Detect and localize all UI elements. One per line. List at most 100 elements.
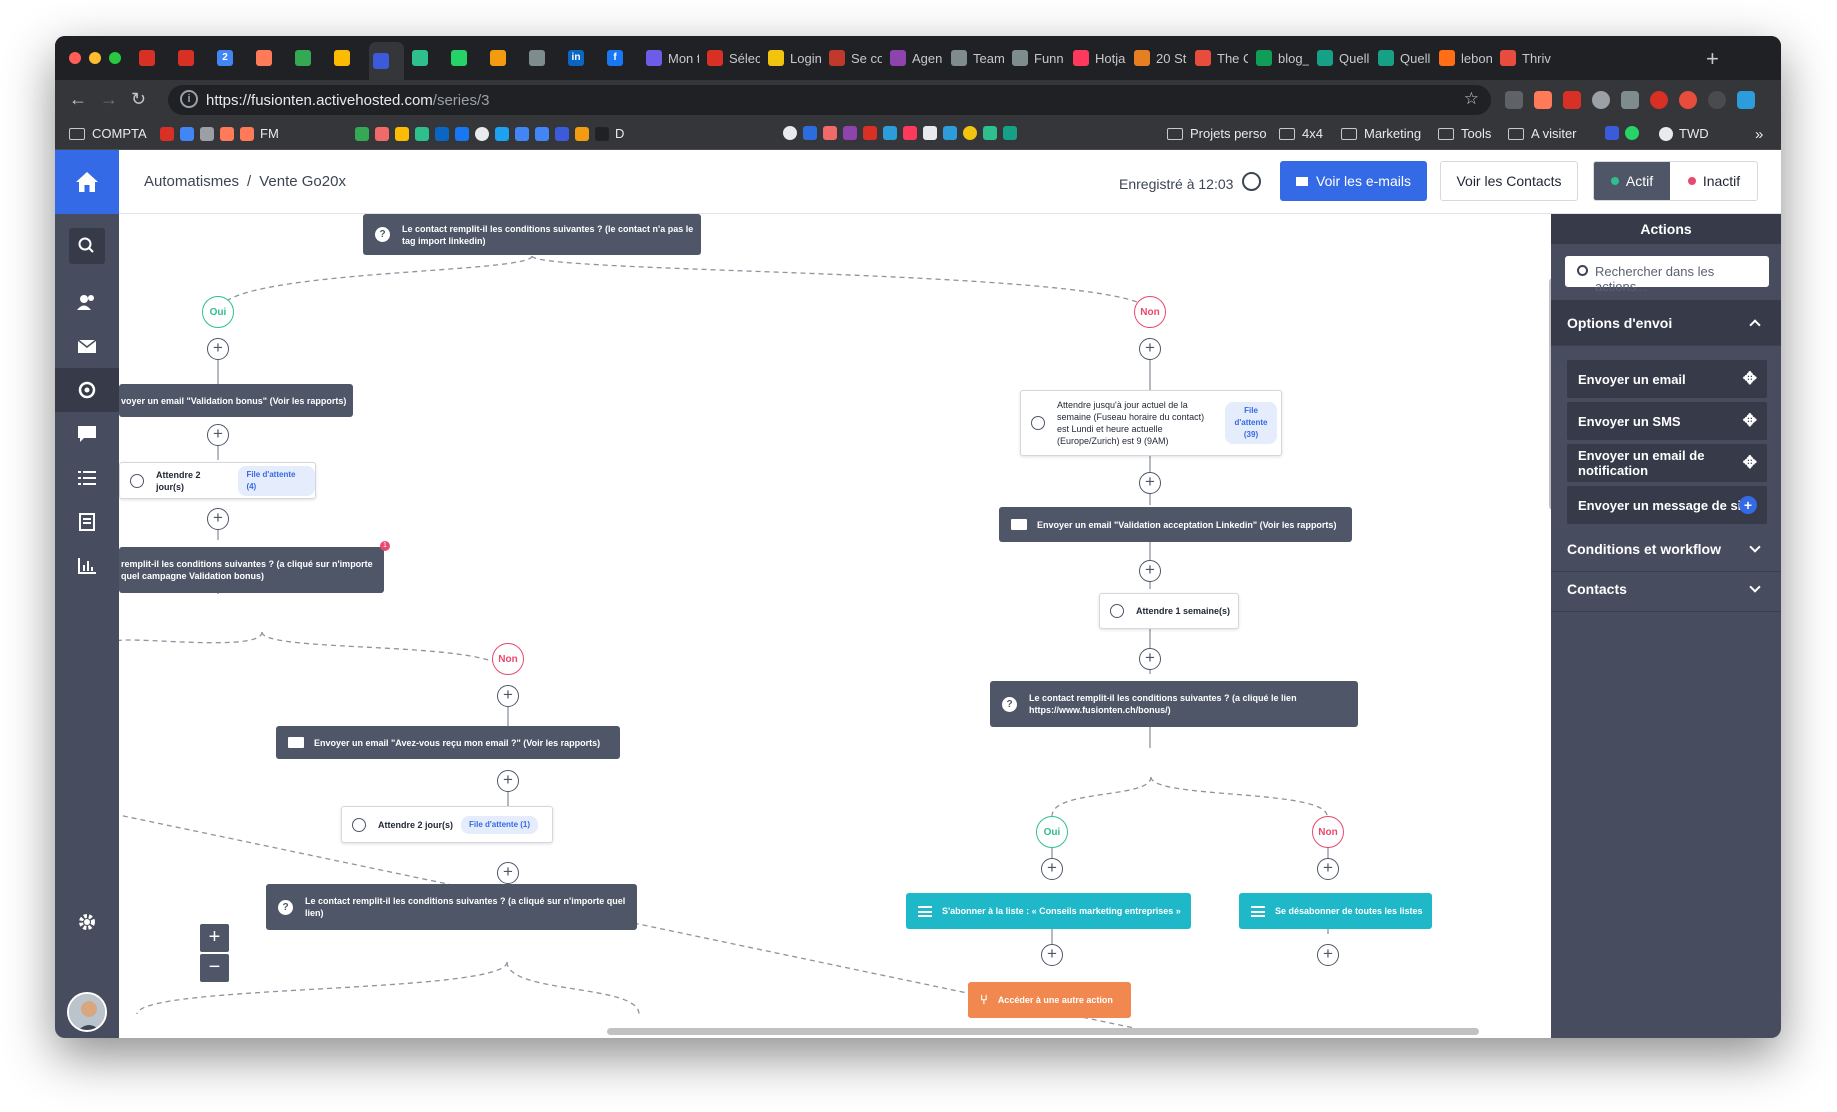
browser-tab[interactable]: 2 <box>213 47 248 69</box>
unsubscribe-all-node[interactable]: Se désabonner de toutes les listes <box>1239 893 1432 929</box>
wait-node-right[interactable]: Attendre 1 semaine(s) <box>1099 593 1239 629</box>
browser-tab[interactable]: Thriv <box>1496 47 1553 69</box>
extension-icon[interactable] <box>1737 91 1755 109</box>
extension-icon[interactable] <box>1708 91 1726 109</box>
condition-node-top[interactable]: ?Le contact remplit-il les conditions su… <box>363 214 701 255</box>
browser-tab[interactable] <box>174 47 209 69</box>
bookmark-marketing[interactable]: Marketing <box>1341 126 1421 141</box>
browser-tab[interactable]: Quell <box>1374 47 1431 69</box>
adblock-extension-icon[interactable] <box>1650 91 1668 109</box>
minimize-window-button[interactable] <box>89 52 101 64</box>
bookmark-fm[interactable]: FM <box>260 126 279 141</box>
nav-automations[interactable] <box>55 368 119 412</box>
queue-link[interactable]: File d'attente (39) <box>1225 402 1277 444</box>
browser-tab[interactable]: Quell <box>1313 47 1370 69</box>
gear-extension-icon[interactable] <box>1592 91 1610 109</box>
queue-link[interactable]: File d'attente (4) <box>238 465 315 496</box>
calendar-icon[interactable] <box>180 126 194 141</box>
breadcrumb-automations-link[interactable]: Automatismes <box>144 173 240 190</box>
workflow-canvas[interactable]: ?Le contact remplit-il les conditions su… <box>119 214 1551 1038</box>
nav-lists[interactable] <box>55 456 119 500</box>
nav-search-button[interactable] <box>69 228 105 264</box>
gmail-icon[interactable] <box>160 126 174 141</box>
queue-link[interactable]: File d'attente (1) <box>461 815 539 834</box>
bookmark-tools[interactable]: Tools <box>1438 126 1491 141</box>
whatsapp-icon[interactable] <box>1625 126 1639 140</box>
bookmark-4x4[interactable]: 4x4 <box>1279 126 1323 141</box>
wait-node-middle[interactable]: Attendre 2 jour(s)File d'attente (1) <box>341 806 553 843</box>
wait-node-left[interactable]: Attendre 2 jour(s)File d'attente (4) <box>119 462 316 499</box>
add-action-button[interactable]: + <box>1139 338 1161 360</box>
zoom-in-button[interactable]: + <box>200 924 229 952</box>
bookmark-icon[interactable] <box>843 126 857 140</box>
browser-tab[interactable] <box>447 47 482 69</box>
add-action-button[interactable]: + <box>1317 944 1339 966</box>
section-contacts[interactable]: Contacts <box>1551 566 1781 612</box>
error-flag-badge[interactable]: 1 <box>380 541 390 551</box>
browser-tab[interactable] <box>525 47 560 69</box>
extension-icon[interactable] <box>1679 91 1697 109</box>
nav-reports[interactable] <box>55 544 119 588</box>
add-action-button[interactable]: + <box>207 508 229 530</box>
nav-campaigns[interactable] <box>55 324 119 368</box>
add-action-button[interactable]: + <box>1139 560 1161 582</box>
browser-tab[interactable]: Login <box>764 47 821 69</box>
browser-tab[interactable] <box>252 47 287 69</box>
bookmarks-overflow-button[interactable]: » <box>1755 126 1764 143</box>
section-conditions-workflow[interactable]: Conditions et workflow <box>1551 526 1781 572</box>
condition-node-left[interactable]: remplit-il les conditions suivantes ? (a… <box>119 547 384 593</box>
browser-tab[interactable]: Sélec <box>703 47 760 69</box>
browser-tab[interactable] <box>330 47 365 69</box>
activecampaign-icon[interactable] <box>555 126 569 141</box>
bookmark-icon[interactable] <box>395 126 409 141</box>
reload-icon[interactable]: ↻ <box>131 89 147 109</box>
extension-icon[interactable] <box>1621 91 1639 109</box>
bookmark-icon[interactable] <box>983 126 997 140</box>
hubspot-extension-icon[interactable] <box>1534 91 1552 109</box>
bookmark-icon[interactable] <box>575 126 589 141</box>
bookmark-icon[interactable] <box>923 126 937 140</box>
vertical-scrollbar[interactable] <box>1549 278 1551 510</box>
browser-tab[interactable]: blog_ <box>1252 47 1309 69</box>
bookmark-icon[interactable] <box>803 126 817 140</box>
add-action-button[interactable]: + <box>207 338 229 360</box>
bookmark-icon[interactable] <box>943 126 957 140</box>
forward-arrow-icon[interactable]: → <box>100 89 118 109</box>
home-button[interactable] <box>55 150 119 214</box>
goto-action-node[interactable]: ⑂Accéder à une autre action <box>968 982 1131 1018</box>
add-action-button[interactable]: + <box>1139 472 1161 494</box>
bookmark-icon[interactable] <box>963 126 977 140</box>
browser-tab[interactable] <box>486 47 521 69</box>
add-action-button[interactable]: + <box>497 770 519 792</box>
browser-tab[interactable]: Mon t <box>642 47 699 69</box>
horizontal-scrollbar[interactable] <box>607 1028 1479 1035</box>
browser-tab[interactable] <box>408 47 443 69</box>
action-send-sms[interactable]: Envoyer un SMS✥ <box>1567 402 1767 440</box>
browser-tab[interactable]: f <box>603 47 638 69</box>
extension-icon[interactable] <box>1505 91 1523 109</box>
nav-settings[interactable] <box>55 900 119 944</box>
bookmark-icon[interactable] <box>863 126 877 140</box>
close-window-button[interactable] <box>69 52 81 64</box>
bookmark-projets-perso[interactable]: Projets perso <box>1167 126 1267 141</box>
browser-tab[interactable]: Hotja <box>1069 47 1126 69</box>
bookmark-icon[interactable] <box>823 126 837 140</box>
email-node-avez-vous-recu[interactable]: Envoyer un email "Avez-vous reçu mon ema… <box>276 726 620 759</box>
bookmark-icon[interactable] <box>415 126 429 141</box>
view-contacts-button[interactable]: Voir les Contacts <box>1440 161 1578 201</box>
browser-tab[interactable] <box>291 47 326 69</box>
action-send-site-message[interactable]: Envoyer un message de site+ <box>1567 486 1767 524</box>
bookmark-icon[interactable] <box>883 126 897 140</box>
facebook-icon[interactable] <box>455 126 469 141</box>
browser-tab[interactable] <box>135 47 170 69</box>
inactive-toggle-option[interactable]: Inactif <box>1670 162 1757 200</box>
hubspot-icon[interactable] <box>220 126 234 141</box>
nav-conversations[interactable] <box>55 412 119 456</box>
bookmark-a-visiter[interactable]: A visiter <box>1508 126 1577 141</box>
bookmark-d[interactable]: D <box>615 126 625 141</box>
email-node-validation-bonus[interactable]: voyer un email "Validation bonus" (Voir … <box>119 384 353 417</box>
back-arrow-icon[interactable]: ← <box>69 89 87 109</box>
extension-icon[interactable] <box>1563 91 1581 109</box>
add-action-button[interactable]: + <box>1139 648 1161 670</box>
browser-tab[interactable]: The C <box>1191 47 1248 69</box>
